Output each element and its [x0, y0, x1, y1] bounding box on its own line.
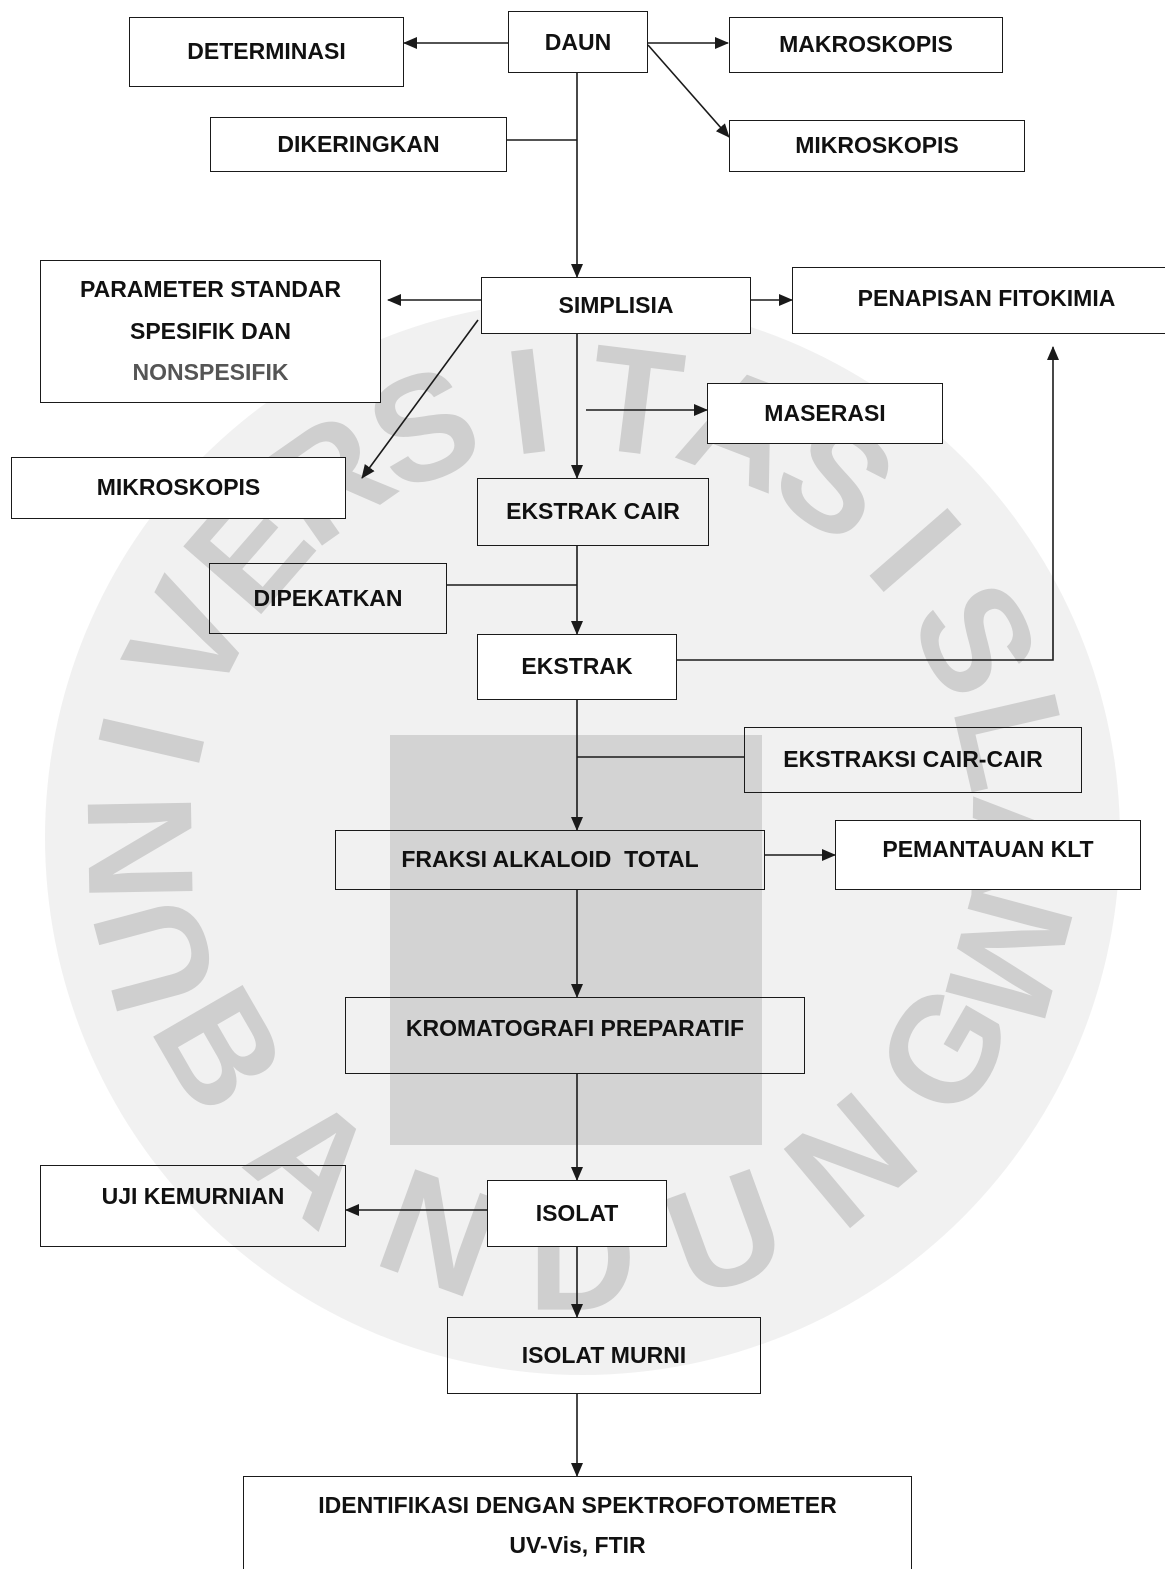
node-makroskopis: MAKROSKOPIS [729, 17, 1003, 73]
node-ekstrak-label: EKSTRAK [521, 653, 633, 680]
node-fraksi-label: FRAKSI ALKALOID TOTAL [401, 846, 699, 873]
node-isolat-murni: ISOLAT MURNI [447, 1317, 761, 1394]
node-pemantauan-label: PEMANTAUAN KLT [882, 836, 1094, 862]
node-kromatografi-label: KROMATOGRAFI PREPARATIF [405, 1015, 745, 1041]
node-determinasi-label: DETERMINASI [187, 38, 346, 65]
node-makroskopis-label: MAKROSKOPIS [779, 31, 953, 58]
node-penapisan: PENAPISAN FITOKIMIA [792, 267, 1165, 334]
watermark-letter: T [580, 312, 691, 490]
node-uji-kemurnian: UJI KEMURNIAN [40, 1165, 346, 1247]
node-mikroskopis-daun: MIKROSKOPIS [729, 120, 1025, 172]
node-dipekatkan: DIPEKATKAN [209, 563, 447, 634]
node-fraksi-alkaloid: FRAKSI ALKALOID TOTAL [335, 830, 765, 890]
node-daun-label: DAUN [544, 29, 612, 55]
arrow-ekstrak-penapisan [677, 346, 1059, 661]
node-uji-kemurnian-label: UJI KEMURNIAN [101, 1183, 285, 1209]
node-parameter-line2: SPESIFIK DAN [129, 317, 292, 344]
node-isolat-murni-label: ISOLAT MURNI [521, 1341, 687, 1368]
node-ekstraksi-label: EKSTRAKSI CAIR-CAIR [783, 746, 1043, 773]
node-mikroskopis-simplisia: MIKROSKOPIS [11, 457, 346, 519]
node-kromatografi: KROMATOGRAFI PREPARATIF [345, 997, 805, 1074]
node-simplisia-label: SIMPLISIA [558, 291, 674, 318]
node-dikeringkan-label: DIKERINGKAN [277, 130, 440, 157]
node-ekstrak-cair-label: EKSTRAK CAIR [506, 498, 680, 525]
watermark-letter: N [55, 792, 225, 903]
node-dikeringkan: DIKERINGKAN [210, 117, 507, 172]
arrow-simplisia-mikroskopis [361, 319, 479, 479]
node-identifikasi: IDENTIFIKASI DENGAN SPEKTROFOTOMETER UV-… [243, 1476, 912, 1569]
node-dipekatkan-label: DIPEKATKAN [253, 584, 403, 611]
node-parameter: PARAMETER STANDAR SPESIFIK DAN NONSPESIF… [40, 260, 381, 403]
node-maserasi: MASERASI [707, 383, 943, 444]
node-daun: DAUN [508, 11, 648, 73]
node-simplisia: SIMPLISIA [481, 277, 751, 334]
node-mikroskopis-simplisia-label: MIKROSKOPIS [96, 474, 261, 501]
node-ekstraksi-cair-cair: EKSTRAKSI CAIR-CAIR [744, 727, 1082, 793]
node-maserasi-label: MASERASI [764, 399, 886, 426]
node-ekstrak: EKSTRAK [477, 634, 677, 700]
node-isolat-label: ISOLAT [535, 1199, 619, 1226]
node-pemantauan-klt: PEMANTAUAN KLT [835, 820, 1141, 890]
arrow-daun-mikroskopis [647, 44, 730, 138]
node-mikroskopis-daun-label: MIKROSKOPIS [795, 132, 959, 159]
node-ekstrak-cair: EKSTRAK CAIR [477, 478, 709, 546]
node-penapisan-label: PENAPISAN FITOKIMIA [857, 285, 1116, 311]
node-parameter-line1: PARAMETER STANDAR [79, 276, 342, 303]
node-isolat: ISOLAT [487, 1180, 667, 1247]
node-identifikasi-line1: IDENTIFIKASI DENGAN SPEKTROFOTOMETER [318, 1492, 837, 1518]
node-determinasi: DETERMINASI [129, 17, 404, 87]
node-identifikasi-line2: UV-Vis, FTIR [509, 1532, 646, 1559]
watermark-square [390, 735, 762, 1145]
node-parameter-line3: NONSPESIFIK [132, 359, 289, 386]
